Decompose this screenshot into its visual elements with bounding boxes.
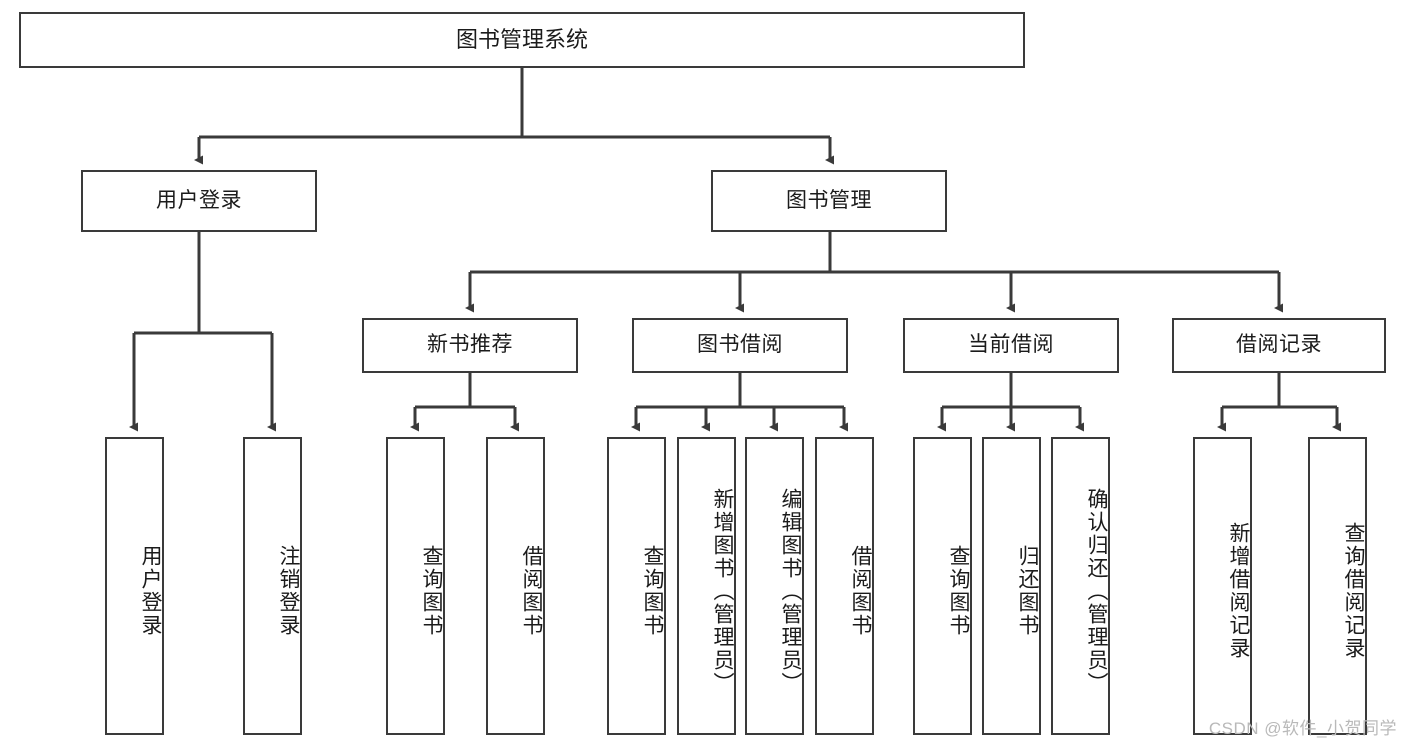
leaf-borrow-book-2[interactable]: 借阅图书 (815, 437, 874, 735)
node-root-system[interactable]: 图书管理系统 (19, 12, 1025, 68)
node-label: 图书管理 (786, 188, 872, 212)
leaf-query-book-2[interactable]: 查询图书 (607, 437, 666, 735)
node-label: 查询图书 (420, 545, 443, 637)
node-book-borrow[interactable]: 图书借阅 (632, 318, 848, 373)
leaf-user-logout[interactable]: 注销登录 (243, 437, 302, 735)
node-label: 图书借阅 (697, 333, 783, 357)
node-label: 当前借阅 (968, 333, 1054, 357)
node-current-borrow[interactable]: 当前借阅 (903, 318, 1119, 373)
node-label: 新增借阅记录 (1227, 522, 1250, 660)
leaf-query-book-1[interactable]: 查询图书 (386, 437, 445, 735)
node-borrow-record[interactable]: 借阅记录 (1172, 318, 1386, 373)
node-label: 查询图书 (947, 545, 970, 637)
leaf-confirm-return[interactable]: 确认归还（管理员） (1051, 437, 1110, 735)
node-label: 归还图书 (1016, 545, 1039, 637)
node-label: 借阅图书 (849, 545, 872, 637)
leaf-add-book[interactable]: 新增图书（管理员） (677, 437, 736, 735)
node-book-manage[interactable]: 图书管理 (711, 170, 947, 232)
leaf-return-book[interactable]: 归还图书 (982, 437, 1041, 735)
node-label: 借阅图书 (520, 545, 543, 637)
node-label: 新书推荐 (427, 333, 513, 357)
leaf-query-record[interactable]: 查询借阅记录 (1308, 437, 1367, 735)
leaf-borrow-book-1[interactable]: 借阅图书 (486, 437, 545, 735)
node-label: 借阅记录 (1236, 333, 1322, 357)
leaf-user-login[interactable]: 用户登录 (105, 437, 164, 735)
node-label: 查询图书 (641, 545, 664, 637)
node-label: 查询借阅记录 (1342, 522, 1365, 660)
node-user-login[interactable]: 用户登录 (81, 170, 317, 232)
node-new-book-recommend[interactable]: 新书推荐 (362, 318, 578, 373)
leaf-edit-book[interactable]: 编辑图书（管理员） (745, 437, 804, 735)
node-label: 用户登录 (156, 188, 242, 212)
node-label: 注销登录 (277, 545, 300, 637)
node-label: 图书管理系统 (455, 27, 588, 53)
node-label: 确认归还（管理员） (1085, 487, 1108, 695)
leaf-add-record[interactable]: 新增借阅记录 (1193, 437, 1252, 735)
node-label: 编辑图书（管理员） (779, 487, 802, 695)
leaf-query-book-3[interactable]: 查询图书 (913, 437, 972, 735)
watermark: CSDN @软件_小贺同学 (1208, 719, 1397, 738)
node-label: 新增图书（管理员） (711, 487, 734, 695)
node-label: 用户登录 (139, 545, 162, 637)
